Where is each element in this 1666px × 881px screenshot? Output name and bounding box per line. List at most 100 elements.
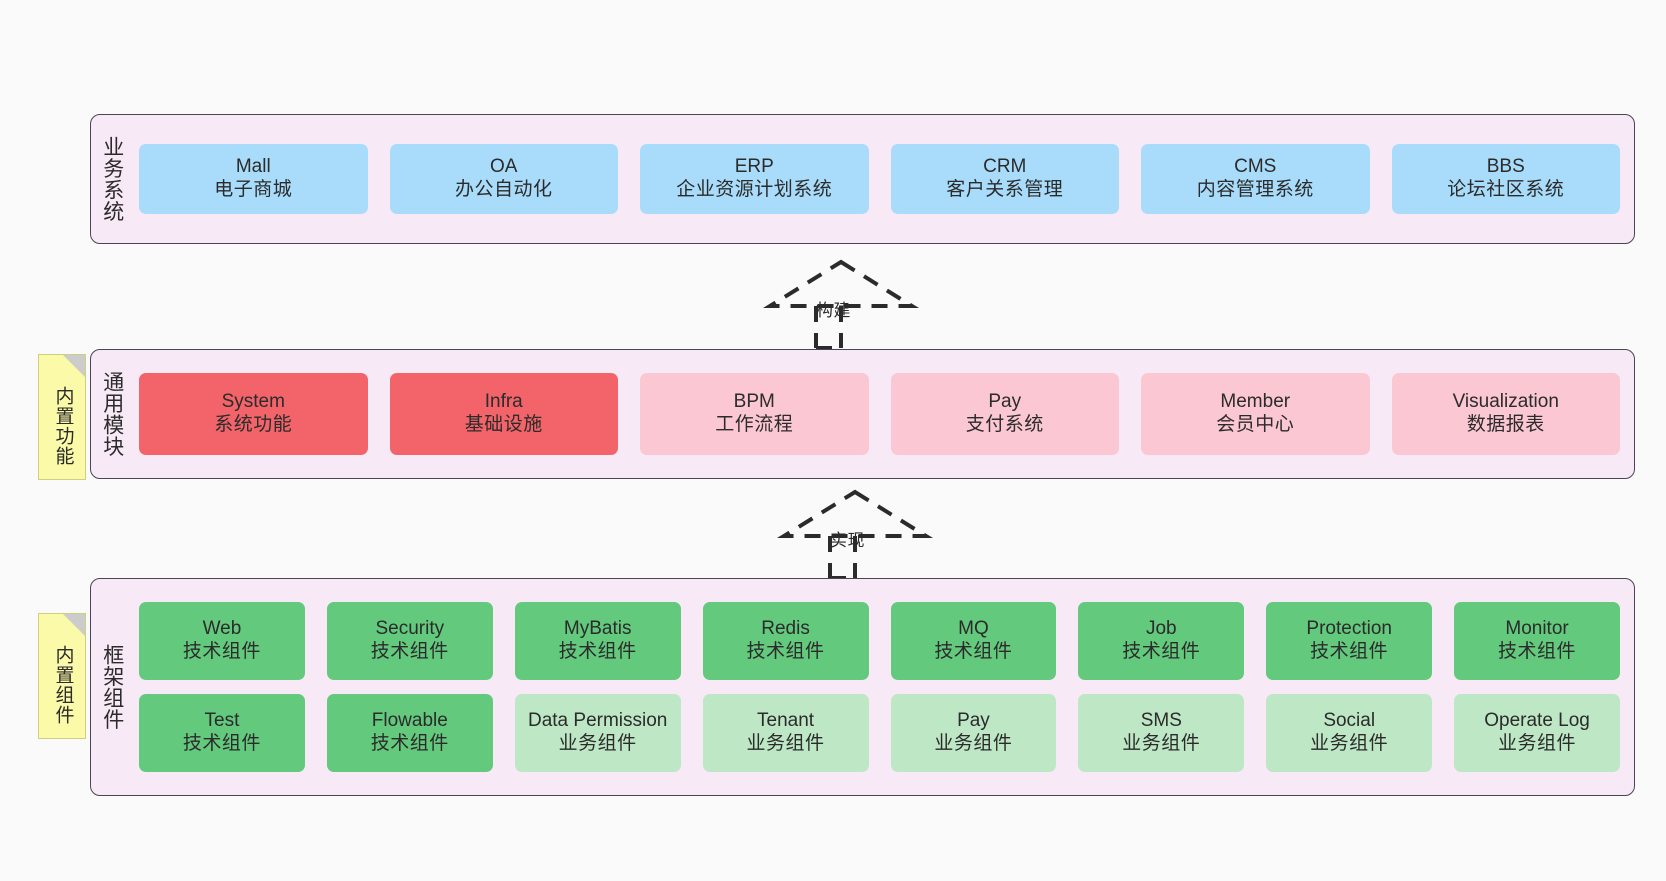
node-pay[interactable]: Pay 支付系统: [890, 373, 1119, 455]
node-sms[interactable]: SMS 业务组件: [1078, 694, 1245, 772]
layer-title-framework-components: 框架组件: [100, 644, 124, 730]
node-title-cn: 业务组件: [1122, 733, 1201, 754]
node-title-en: Mall: [235, 156, 271, 178]
node-visualization[interactable]: Visualization 数据报表: [1391, 373, 1620, 455]
node-title-en: Social: [1323, 710, 1376, 732]
node-title-cn: 技术组件: [370, 733, 449, 754]
node-title-en: CMS: [1234, 156, 1277, 178]
node-row: Web 技术组件 Security 技术组件 MyBatis 技术组件 Redi…: [139, 602, 1620, 680]
node-mall[interactable]: Mall 电子商城: [139, 144, 368, 214]
node-title-cn: 基础设施: [464, 414, 543, 435]
node-title-en: Pay: [988, 391, 1022, 413]
node-data-permission[interactable]: Data Permission 业务组件: [514, 694, 681, 772]
node-title-en: System: [221, 391, 285, 413]
node-title-en: Tenant: [757, 710, 815, 732]
node-title-en: Protection: [1306, 618, 1392, 640]
layer-common-modules: 通用模块 System 系统功能 Infra 基础设施 BPM 工作流程 Pay…: [90, 349, 1635, 479]
node-flowable[interactable]: Flowable 技术组件: [326, 694, 493, 772]
node-title-en: Monitor: [1505, 618, 1569, 640]
node-title-cn: 技术组件: [1498, 641, 1577, 662]
node-title-cn: 论坛社区系统: [1447, 179, 1565, 200]
node-title-en: CRM: [983, 156, 1027, 178]
node-title-cn: 企业资源计划系统: [676, 179, 833, 200]
node-mybatis[interactable]: MyBatis 技术组件: [514, 602, 681, 680]
arrow-realize-label: 实现: [830, 531, 865, 550]
node-job[interactable]: Job 技术组件: [1078, 602, 1245, 680]
layer-title-business-systems: 业务系统: [100, 136, 124, 222]
layer-body-framework-components: Web 技术组件 Security 技术组件 MyBatis 技术组件 Redi…: [133, 579, 1634, 795]
note-builtin-components: 内置组件: [38, 613, 86, 739]
node-title-cn: 业务组件: [558, 733, 637, 754]
node-title-en: Job: [1145, 618, 1177, 640]
node-member[interactable]: Member 会员中心: [1141, 373, 1370, 455]
node-title-en: Flowable: [371, 710, 448, 732]
node-title-cn: 技术组件: [746, 641, 825, 662]
node-crm[interactable]: CRM 客户关系管理: [890, 144, 1119, 214]
node-title-cn: 系统功能: [214, 414, 293, 435]
node-monitor[interactable]: Monitor 技术组件: [1454, 602, 1620, 680]
node-operate-log[interactable]: Operate Log 业务组件: [1454, 694, 1620, 772]
node-title-cn: 业务组件: [1498, 733, 1577, 754]
node-pay-business[interactable]: Pay 业务组件: [890, 694, 1057, 772]
node-title-cn: 技术组件: [182, 641, 261, 662]
layer-title-common-modules: 通用模块: [100, 371, 124, 457]
node-title-cn: 业务组件: [1310, 733, 1389, 754]
node-tenant[interactable]: Tenant 业务组件: [702, 694, 869, 772]
node-title-cn: 办公自动化: [454, 179, 553, 200]
node-title-en: Operate Log: [1484, 710, 1590, 732]
node-title-cn: 数据报表: [1466, 414, 1545, 435]
node-title-cn: 支付系统: [965, 414, 1044, 435]
node-row: Mall 电子商城 OA 办公自动化 ERP 企业资源计划系统 CRM 客户关系…: [139, 144, 1620, 214]
node-title-en: Redis: [761, 618, 810, 640]
node-title-en: ERP: [734, 156, 774, 178]
node-title-cn: 内容管理系统: [1196, 179, 1314, 200]
node-title-en: Data Permission: [527, 710, 668, 732]
arrow-realize: 实现: [770, 488, 940, 580]
node-redis[interactable]: Redis 技术组件: [702, 602, 869, 680]
node-title-en: Member: [1220, 391, 1291, 413]
node-row: System 系统功能 Infra 基础设施 BPM 工作流程 Pay 支付系统…: [139, 373, 1620, 455]
node-title-cn: 技术组件: [182, 733, 261, 754]
arrow-build-glyph: [762, 259, 920, 350]
note-fold-corner-icon: [63, 614, 85, 636]
node-bpm[interactable]: BPM 工作流程: [640, 373, 869, 455]
node-row: Test 技术组件 Flowable 技术组件 Data Permission …: [139, 694, 1620, 772]
node-title-en: Test: [204, 710, 240, 732]
node-title-en: BPM: [733, 391, 775, 413]
node-title-en: MyBatis: [563, 618, 632, 640]
node-title-en: OA: [490, 156, 518, 178]
layer-framework-components: 框架组件 Web 技术组件 Security 技术组件 MyBatis 技术组件…: [90, 578, 1635, 796]
node-title-en: Visualization: [1452, 391, 1559, 413]
node-erp[interactable]: ERP 企业资源计划系统: [640, 144, 869, 214]
node-bbs[interactable]: BBS 论坛社区系统: [1391, 144, 1620, 214]
node-title-en: Security: [375, 618, 445, 640]
node-title-cn: 技术组件: [558, 641, 637, 662]
layer-business-systems: 业务系统 Mall 电子商城 OA 办公自动化 ERP 企业资源计划系统 CRM…: [90, 114, 1635, 244]
node-protection[interactable]: Protection 技术组件: [1266, 602, 1433, 680]
node-title-en: SMS: [1140, 710, 1182, 732]
node-title-cn: 技术组件: [1122, 641, 1201, 662]
node-security[interactable]: Security 技术组件: [326, 602, 493, 680]
node-title-en: Web: [202, 618, 242, 640]
node-test[interactable]: Test 技术组件: [139, 694, 305, 772]
node-social[interactable]: Social 业务组件: [1266, 694, 1433, 772]
node-title-cn: 工作流程: [715, 414, 794, 435]
node-title-cn: 业务组件: [746, 733, 825, 754]
note-builtin-functions: 内置功能: [38, 354, 86, 480]
node-infra[interactable]: Infra 基础设施: [389, 373, 618, 455]
arrow-build-label: 构建: [816, 301, 851, 320]
node-system[interactable]: System 系统功能: [139, 373, 368, 455]
layer-body-business-systems: Mall 电子商城 OA 办公自动化 ERP 企业资源计划系统 CRM 客户关系…: [133, 115, 1634, 243]
node-title-en: BBS: [1486, 156, 1525, 178]
node-title-cn: 技术组件: [370, 641, 449, 662]
node-cms[interactable]: CMS 内容管理系统: [1141, 144, 1370, 214]
node-title-en: MQ: [958, 618, 989, 640]
node-title-en: Pay: [957, 710, 990, 732]
layer-body-common-modules: System 系统功能 Infra 基础设施 BPM 工作流程 Pay 支付系统…: [133, 350, 1634, 478]
node-title-cn: 电子商城: [214, 179, 293, 200]
node-mq[interactable]: MQ 技术组件: [890, 602, 1057, 680]
arrow-build: 构建: [756, 258, 926, 350]
node-title-en: Infra: [484, 391, 523, 413]
node-web[interactable]: Web 技术组件: [139, 602, 305, 680]
node-oa[interactable]: OA 办公自动化: [389, 144, 618, 214]
